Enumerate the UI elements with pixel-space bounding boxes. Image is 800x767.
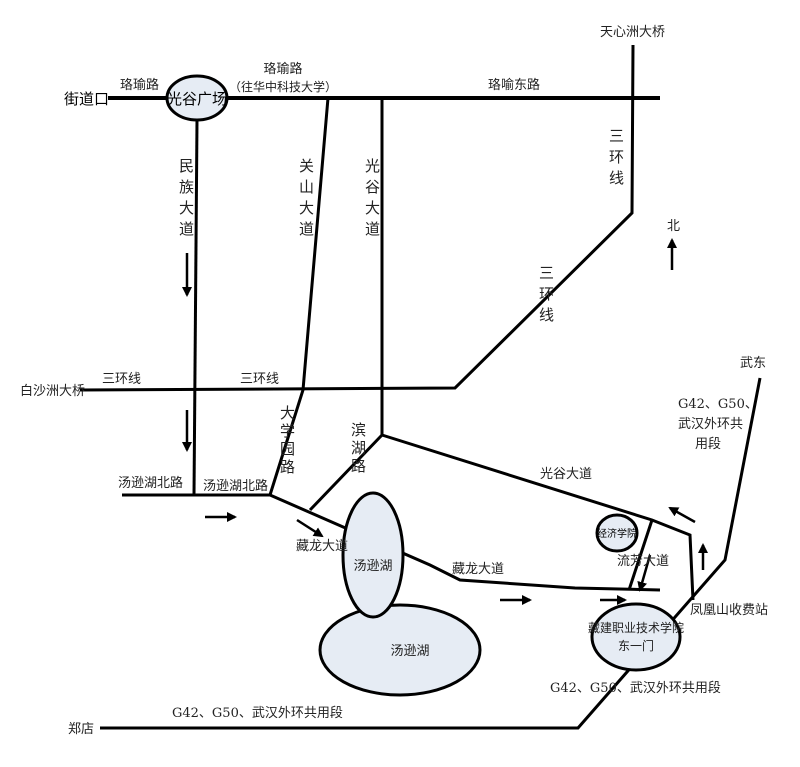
label-g42-right-1: G42、G50、 bbox=[678, 397, 758, 412]
label-ring3-mid: 三环线 bbox=[240, 372, 279, 387]
economics-college-marker bbox=[595, 513, 639, 553]
guanshan-avenue bbox=[268, 97, 330, 496]
label-tangxun-north-2: 汤逊湖北路 bbox=[203, 478, 268, 494]
label-north: 北 bbox=[667, 219, 680, 234]
label-tianxinzhou: 天心洲大桥 bbox=[600, 25, 665, 40]
label-school-gate-1: 藏建职业技术学院 bbox=[588, 620, 684, 635]
label-zhengdian: 郑店 bbox=[68, 722, 94, 737]
label-luoyu-east: 珞喻东路 bbox=[488, 77, 540, 93]
label-school-gate-2: 东一门 bbox=[618, 638, 654, 653]
tangxun-lake-small bbox=[341, 491, 405, 619]
label-minzu: 民族大道 bbox=[177, 158, 195, 242]
binhu-road bbox=[308, 433, 384, 512]
label-g42-bottom-left: G42、G50、武汉外环共用段 bbox=[172, 706, 343, 721]
label-tangxun-north-1: 汤逊湖北路 bbox=[118, 475, 183, 491]
label-economics-college: 经济学院 bbox=[597, 527, 637, 540]
guanggu-avenue-diagonal bbox=[381, 433, 695, 601]
label-guanshan: 关山大道 bbox=[297, 158, 315, 242]
arrows bbox=[182, 238, 708, 605]
label-ring3-left: 三环线 bbox=[102, 372, 141, 387]
label-daxueyuan: 大学园路 bbox=[278, 405, 296, 477]
label-wudong: 武东 bbox=[740, 356, 766, 371]
labels: 街道口 光谷广场 天心洲大桥 白沙洲大桥 武东 郑店 汤逊湖 汤逊湖 经济学院 … bbox=[20, 25, 768, 737]
label-guanggu-vertical: 光谷大道 bbox=[363, 158, 381, 242]
liufang-avenue bbox=[627, 519, 654, 591]
label-guanggu-diag: 光谷大道 bbox=[540, 467, 592, 482]
label-baishazhou: 白沙洲大桥 bbox=[20, 383, 85, 399]
label-ring3-diag: 三环线 bbox=[537, 265, 555, 328]
arrow-up-left-icon bbox=[668, 506, 696, 524]
label-luoyu-mid: 珞瑜路 bbox=[263, 61, 302, 77]
label-binhu: 滨湖路 bbox=[349, 422, 367, 476]
minzu-avenue bbox=[192, 119, 199, 496]
label-luoyu-left: 珞瑜路 bbox=[120, 77, 159, 93]
label-g42-right-3: 用段 bbox=[695, 437, 721, 452]
school-gate-marker bbox=[590, 602, 682, 672]
tangxun-lake-big bbox=[318, 603, 482, 697]
label-g42-bottom-right: G42、G50、武汉外环共用段 bbox=[550, 681, 721, 696]
label-tangxun-lake-big: 汤逊湖 bbox=[390, 644, 429, 659]
label-ring3-top: 三环线 bbox=[607, 128, 625, 191]
label-jiedaokou: 街道口 bbox=[64, 90, 109, 108]
label-canglong-1: 藏龙大道 bbox=[296, 539, 348, 554]
label-luoyu-mid-note: （往华中科技大学） bbox=[229, 79, 337, 94]
label-guanggu-square: 光谷广场 bbox=[167, 90, 227, 108]
label-canglong-2: 藏龙大道 bbox=[452, 562, 504, 577]
label-tangxun-lake-small: 汤逊湖 bbox=[353, 559, 392, 574]
label-g42-right-2: 武汉外环共 bbox=[678, 417, 743, 432]
arrow-right-icon bbox=[296, 518, 324, 538]
roads bbox=[79, 44, 762, 730]
label-liufang: 流芳大道 bbox=[617, 554, 669, 569]
third-ring-road bbox=[79, 44, 635, 392]
guanggu-square-marker bbox=[165, 74, 229, 122]
label-toll-station: 凤凰山收费站 bbox=[690, 603, 768, 618]
arrow-down-icon bbox=[637, 554, 652, 592]
lakes bbox=[165, 74, 682, 697]
